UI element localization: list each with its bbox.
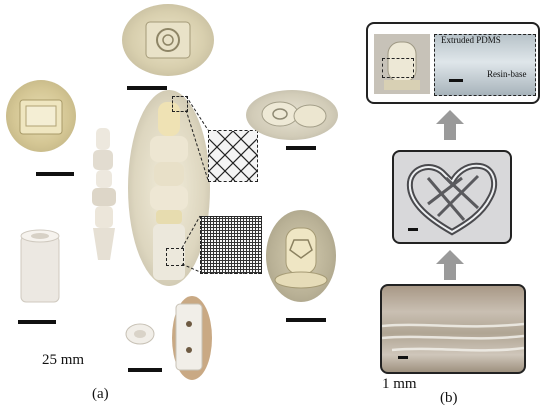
scale-label-b: 1 mm xyxy=(382,376,417,392)
white-tower-shape xyxy=(92,128,116,260)
pdms-text: Extruded PDMS xyxy=(441,35,501,45)
scale-bar-cylinder xyxy=(18,320,56,324)
zoom-box-dome xyxy=(382,58,414,78)
scale-label-a: 25 mm xyxy=(42,352,85,368)
extruded-strands-shape xyxy=(382,322,524,359)
photo-cube-part xyxy=(122,4,214,76)
inset-pdms-layers: Extruded PDMS Resin-base xyxy=(434,34,536,96)
photo-white-cylinder xyxy=(18,226,62,304)
scale-bar-cup xyxy=(36,172,74,176)
dome-part-shape xyxy=(274,227,328,289)
heart-lattice-shape xyxy=(406,162,498,236)
photo-central-column xyxy=(128,90,210,286)
scale-bar-pdms xyxy=(449,79,463,82)
photo-dome-small xyxy=(374,34,430,94)
inset-crosshatch xyxy=(208,130,258,182)
inset-fine-grid xyxy=(200,216,262,274)
panel-label-b: (b) xyxy=(440,390,458,406)
central-column-shape xyxy=(150,102,188,280)
panel-label-a: (a) xyxy=(92,386,109,402)
panel-b-middle-frame xyxy=(392,150,512,244)
photo-dome-part xyxy=(266,210,336,302)
scale-bar-discs xyxy=(286,146,316,150)
scale-bar-cube xyxy=(127,86,167,90)
white-cylinder-shape xyxy=(20,229,60,303)
dome-small-shape xyxy=(384,41,420,90)
panel-b-top-frame: Extruded PDMS Resin-base xyxy=(366,22,540,104)
arrow-up-lower xyxy=(436,250,464,280)
two-discs-shape xyxy=(261,101,327,128)
bottom-assembly-shape xyxy=(125,296,212,380)
scale-bar-bottom xyxy=(128,368,162,372)
photo-two-discs xyxy=(246,90,338,140)
panel-b-bottom-frame xyxy=(380,284,526,374)
photo-bottom-assembly xyxy=(122,296,212,380)
scale-bar-dome xyxy=(286,318,326,322)
resin-text: Resin-base xyxy=(487,69,527,79)
arrow-up-upper xyxy=(436,110,464,140)
photo-white-tower xyxy=(86,126,122,262)
crosshatch-pattern xyxy=(208,130,258,182)
cube-part-shape xyxy=(145,21,191,59)
cup-part-shape xyxy=(19,99,63,135)
photo-cup-part xyxy=(6,80,76,152)
zoom-box-lower xyxy=(166,248,184,266)
zoom-box-upper xyxy=(172,96,188,112)
